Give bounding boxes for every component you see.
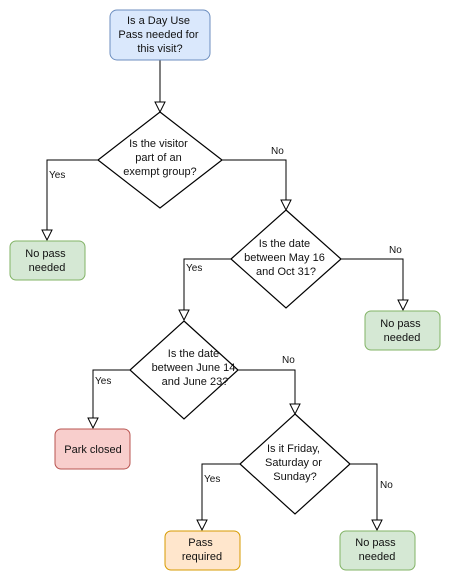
node-no-pass-1-border [9,240,86,281]
edge-exempt-yes [46,159,98,230]
node-park-closed: Park closed [54,428,131,470]
edge-exempt-no [222,159,287,200]
decision-season: Is the date between May 16 and Oct 31? [230,209,342,309]
node-no-pass-3-label: No pass needed [355,537,398,563]
decision-season-label: Is the date between May 16 and Oct 31? [244,238,328,278]
edge-closure-no [238,369,296,404]
arrowhead [196,519,208,532]
decision-exempt-shape [97,111,223,209]
node-no-pass-2: No pass needed [364,310,441,351]
edge-label-season-yes: Yes [186,263,202,274]
node-no-pass-2-border [364,310,441,351]
node-park-closed-border [54,428,131,470]
decision-weekend: Is it Friday, Saturday or Sunday? [239,413,351,515]
decision-season-shape [230,209,342,309]
arrowhead [371,519,383,532]
edge-label-weekend-yes: Yes [204,474,220,485]
node-start-box [110,10,210,60]
edges [41,60,409,532]
node-no-pass-2-box [365,311,440,350]
edge-label-exempt-yes: Yes [49,170,65,181]
decision-weekend-label: Is it Friday, Saturday or Sunday? [265,443,325,483]
node-pass-required-label: Pass required [182,537,222,563]
edge-label-closure-yes: Yes [95,376,111,387]
node-start-label: Is a Day Use Pass needed for this visit? [118,15,201,55]
decision-exempt-label: Is the visitor part of an exempt group? [123,138,196,178]
arrowhead [41,229,53,242]
node-start: Is a Day Use Pass needed for this visit? [109,9,211,61]
edge-weekend-yes [201,463,240,520]
node-no-pass-1: No pass needed [9,240,86,281]
edge-label-season-no: No [389,245,402,256]
arrowhead [178,309,190,322]
arrowhead [87,417,99,430]
arrowhead [154,101,166,114]
edge-label-weekend-no: No [380,480,393,491]
node-no-pass-3: No pass needed [339,530,416,571]
node-no-pass-1-label: No pass needed [25,248,68,274]
arrowhead [289,403,301,416]
node-pass-required-border [164,530,241,571]
edge-season-no [341,258,404,300]
node-park-closed-box [55,429,130,469]
node-no-pass-1-box [10,241,85,280]
node-no-pass-3-box [340,531,415,570]
arrowhead [280,199,292,212]
decision-exempt: Is the visitor part of an exempt group? [97,111,223,209]
edge-closure-yes [92,369,130,418]
edge-label-exempt-no: No [271,146,284,157]
arrowhead [397,299,409,312]
node-no-pass-3-border [339,530,416,571]
node-pass-required-box [165,531,240,570]
edge-weekend-no [350,463,378,520]
decision-closure-shape [129,320,239,420]
edge-season-yes [183,258,231,310]
decision-closure-label: Is the date between June 14 and June 23? [152,348,239,388]
edge-label-closure-no: No [282,355,295,366]
node-no-pass-2-label: No pass needed [380,318,423,344]
decision-closure: Is the date between June 14 and June 23? [129,320,239,420]
edge-labels: Yes No Yes No Yes No Yes No [49,146,402,491]
node-park-closed-label: Park closed [64,444,121,456]
node-start-border [109,9,211,61]
decision-weekend-shape [239,413,351,515]
node-pass-required: Pass required [164,530,241,571]
